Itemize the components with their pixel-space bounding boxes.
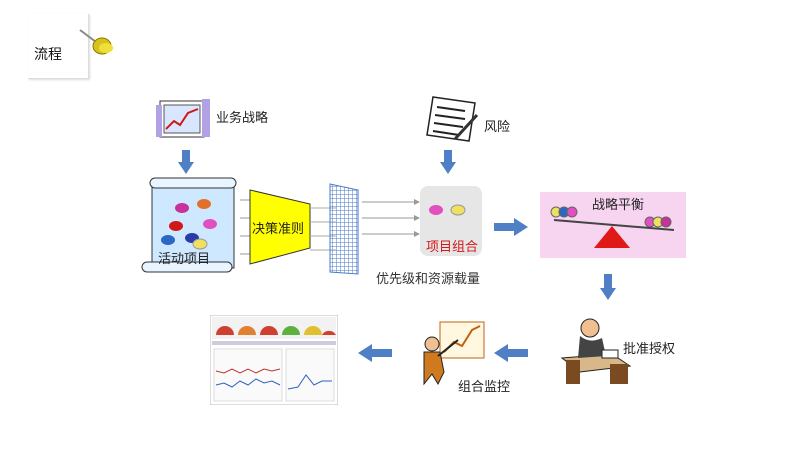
inflow-arrows [362, 199, 420, 237]
filter-grid [329, 183, 359, 275]
portfolio-dots [429, 204, 466, 216]
risk-label: 风险 [484, 120, 511, 135]
arrow-to-approve [600, 274, 616, 300]
arrow-strategy-down [178, 150, 194, 174]
approve-desk-icon [560, 318, 632, 384]
decision-label: 决策准则 [252, 222, 305, 237]
activities-scroll [141, 177, 237, 273]
pushpin-icon [79, 29, 113, 55]
balance-scale [550, 206, 675, 248]
monitor-label: 组合监控 [458, 380, 511, 395]
activities-label: 活动项目 [158, 252, 211, 267]
dashboard-gauges [212, 317, 336, 339]
balance-label: 战略平衡 [592, 198, 645, 213]
corner-title: 流程 [34, 47, 62, 63]
strategy-chart-icon [156, 99, 210, 138]
portfolio-label: 项目组合 [426, 240, 479, 255]
corner-tab [28, 14, 89, 79]
monitor-presenter-icon [423, 321, 485, 386]
risk-document-icon [426, 96, 479, 142]
arrow-to-dashboard [358, 344, 392, 362]
arrow-risk-down [440, 150, 456, 174]
prioritize-label: 优先级和资源载量 [376, 272, 481, 287]
portfolio-box [420, 186, 482, 256]
dashboard-thumbnail [210, 315, 338, 405]
arrow-to-monitor [494, 344, 528, 362]
strategy-label: 业务战略 [216, 111, 269, 126]
arrow-to-balance [494, 218, 528, 236]
approve-label: 批准授权 [623, 342, 676, 357]
